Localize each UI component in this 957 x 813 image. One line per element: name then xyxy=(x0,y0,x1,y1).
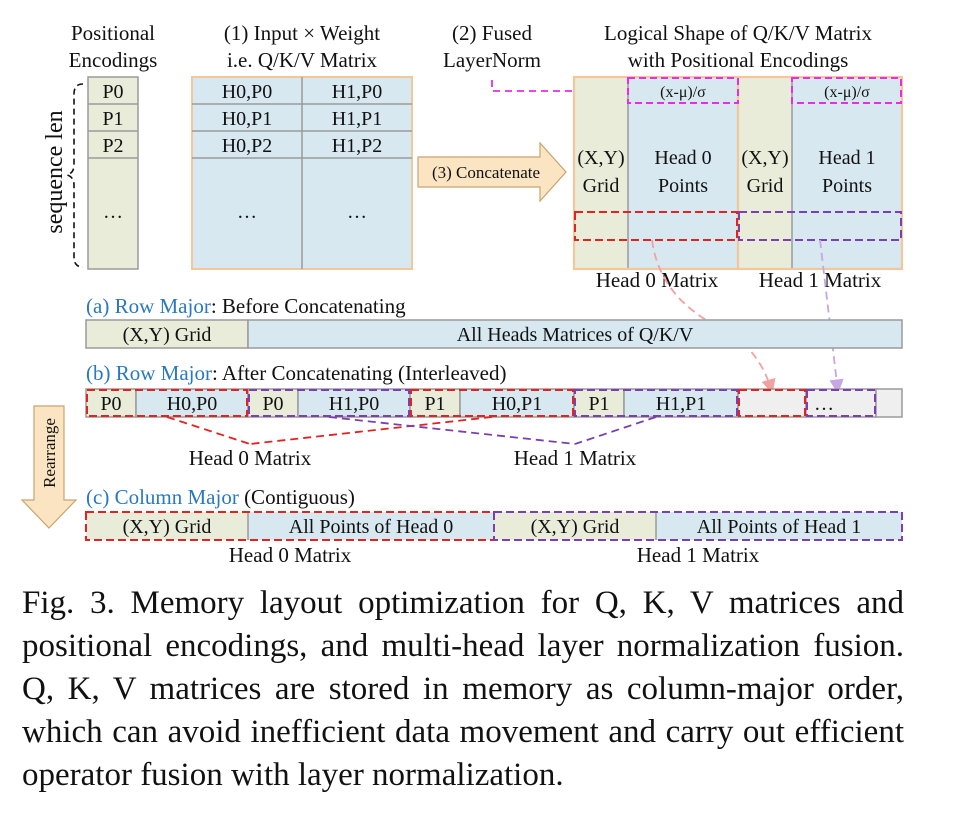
section-c-grid1-cell: (X,Y) Grid xyxy=(531,516,620,538)
section-c-head0-label: Head 0 Matrix xyxy=(229,543,352,567)
section-c-title: (c) Column Major (Contiguous) xyxy=(86,485,355,509)
interleaved-group-box-4 xyxy=(738,389,806,417)
sequence-len-label: sequence len xyxy=(42,110,68,233)
row-major-interleaved-bar: P0 H0,P0 P0 H1,P0 P1 H0,P1 P1 H1,P1 … xyxy=(85,388,903,418)
head0-matrix-label: Head 0 Matrix xyxy=(596,268,719,292)
column-major-head1-box xyxy=(493,511,903,541)
interleaved-cell-label-2: P0 xyxy=(262,393,283,415)
input-cell-h0p2: H0,P2 xyxy=(222,135,273,157)
interleaved-cell-label-4: P1 xyxy=(424,393,445,415)
grid-label-1a: (X,Y) xyxy=(741,147,788,169)
fused-title-2: LayerNorm xyxy=(443,48,541,72)
row-major-before-bar: (X,Y) Grid All Heads Matrices of Q/K/V xyxy=(85,319,903,349)
grid-label-1b: Grid xyxy=(747,175,784,197)
interleaved-cell-label-5: H0,P1 xyxy=(492,393,543,415)
section-b-head0-label: Head 0 Matrix xyxy=(189,446,312,470)
logical-title-1: Logical Shape of Q/K/V Matrix xyxy=(604,21,872,45)
rearrange-label: Rearrange xyxy=(40,418,59,488)
pos-row-ellipsis: … xyxy=(103,201,123,223)
input-cell-h1p2: H1,P2 xyxy=(332,135,383,157)
interleaved-group-box-3 xyxy=(574,389,738,417)
interleaved-cell-bg-2 xyxy=(247,388,299,418)
norm-box-head0 xyxy=(627,77,739,104)
interleaved-group-box-5 xyxy=(806,389,876,417)
grid-label-0a: (X,Y) xyxy=(577,147,624,169)
interleaved-cell-bg-10 xyxy=(875,388,903,418)
concatenate-arrow: (3) Concatenate xyxy=(417,141,567,203)
section-a-tag: (a) xyxy=(86,294,109,318)
head-connector-line-0 xyxy=(166,416,251,445)
interleaved-cell-label-0: P0 xyxy=(100,393,121,415)
input-cell-h0p0: H0,P0 xyxy=(222,81,273,103)
section-b-blue: Row Major xyxy=(116,361,212,385)
norm-box-head1 xyxy=(791,77,902,104)
section-a-title: (a) Row Major: Before Concatenating xyxy=(86,294,406,318)
section-a-rest: : Before Concatenating xyxy=(211,294,406,318)
interleaved-cell-label-6: P1 xyxy=(588,393,609,415)
head1-points-b: Points xyxy=(822,175,872,197)
qkv-input-table: H0,P0 H1,P0 H0,P1 H1,P1 H0,P2 H1,P2 … … xyxy=(191,76,413,270)
input-cell-h1p0: H1,P0 xyxy=(332,81,383,103)
input-cell-ellipsis-1: … xyxy=(347,201,367,223)
grid-label-0b: Grid xyxy=(583,175,620,197)
norm-label-head0: (x-μ)/σ xyxy=(660,84,706,101)
pos-enc-title-2: Encodings xyxy=(69,48,158,72)
interleaved-head-connectors xyxy=(166,416,657,445)
column-major-bar: (X,Y) Grid All Points of Head 0 (X,Y) Gr… xyxy=(85,511,903,541)
head1-points-a: Head 1 xyxy=(818,147,875,169)
section-a-heads-cell: All Heads Matrices of Q/K/V xyxy=(457,324,694,346)
input-title-1: (1) Input × Weight xyxy=(224,21,380,45)
section-c-rest: (Contiguous) xyxy=(239,485,355,509)
section-a-grid-cell: (X,Y) Grid xyxy=(123,324,212,346)
interleaved-group-box-0 xyxy=(86,389,248,417)
memory-layout-diagram: Positional Encodings P0 P1 P2 … sequence… xyxy=(20,21,904,567)
interleaved-group-box-1 xyxy=(248,389,410,417)
input-cell-h0p1: H0,P1 xyxy=(222,108,273,130)
head-connector-line-2 xyxy=(328,416,576,445)
interleaved-cell-bg-0 xyxy=(85,388,137,418)
head0-points-b: Points xyxy=(658,175,708,197)
interleaved-cell-bg-5 xyxy=(459,388,575,418)
section-b-rest: : After Concatenating (Interleaved) xyxy=(212,361,506,385)
rearrange-arrow: Rearrange xyxy=(20,405,78,529)
section-c-blue: Column Major xyxy=(115,485,239,509)
input-cell-ellipsis-0: … xyxy=(237,201,257,223)
section-b-head1-label: Head 1 Matrix xyxy=(514,446,637,470)
sequence-len-brace xyxy=(64,83,84,268)
head0-row-box xyxy=(574,211,738,241)
input-title-2: i.e. Q/K/V Matrix xyxy=(227,48,378,72)
pos-row-p0: P0 xyxy=(102,81,123,103)
figure-caption: Fig. 3. Memory layout optimization for Q… xyxy=(22,585,904,793)
section-b-title: (b) Row Major: After Concatenating (Inte… xyxy=(86,361,506,385)
fused-title-1: (2) Fused xyxy=(452,21,532,45)
interleaved-group-box-2 xyxy=(410,389,574,417)
logical-shape-matrix: (x-μ)/σ (x-μ)/σ (X,Y) Grid Head 0 Points… xyxy=(572,75,904,271)
positional-encodings-table: P0 P1 P2 … xyxy=(87,76,139,270)
section-c-tag: (c) xyxy=(86,485,109,509)
logical-title-2: with Positional Encodings xyxy=(628,48,849,72)
section-c-head1-cell: All Points of Head 1 xyxy=(697,516,861,538)
head0-points-a: Head 0 xyxy=(654,147,711,169)
input-cell-h1p1: H1,P1 xyxy=(332,108,383,130)
section-c-head0-cell: All Points of Head 0 xyxy=(289,516,453,538)
pos-enc-title-1: Positional xyxy=(71,21,155,45)
interleaved-cell-bg-9 xyxy=(805,388,877,418)
section-c-head1-label: Head 1 Matrix xyxy=(637,543,760,567)
concatenate-label: (3) Concatenate xyxy=(432,163,540,182)
interleaved-cell-label-1: H0,P0 xyxy=(167,393,218,415)
interleaved-cell-label-7: H1,P1 xyxy=(656,393,707,415)
section-b-tag: (b) xyxy=(86,361,111,385)
head-connector-line-1 xyxy=(249,416,493,445)
head1-matrix-label: Head 1 Matrix xyxy=(759,268,882,292)
section-c-grid0-cell: (X,Y) Grid xyxy=(123,516,212,538)
norm-label-head1: (x-μ)/σ xyxy=(824,84,870,101)
section-a-blue: Row Major xyxy=(115,294,211,318)
head-connector-line-3 xyxy=(574,416,657,445)
interleaved-cell-label-9: … xyxy=(814,393,834,415)
interleaved-cell-bg-8 xyxy=(737,388,807,418)
pos-row-p1: P1 xyxy=(102,108,123,130)
interleaved-cell-label-3: H1,P0 xyxy=(329,393,380,415)
pos-row-p2: P2 xyxy=(102,135,123,157)
